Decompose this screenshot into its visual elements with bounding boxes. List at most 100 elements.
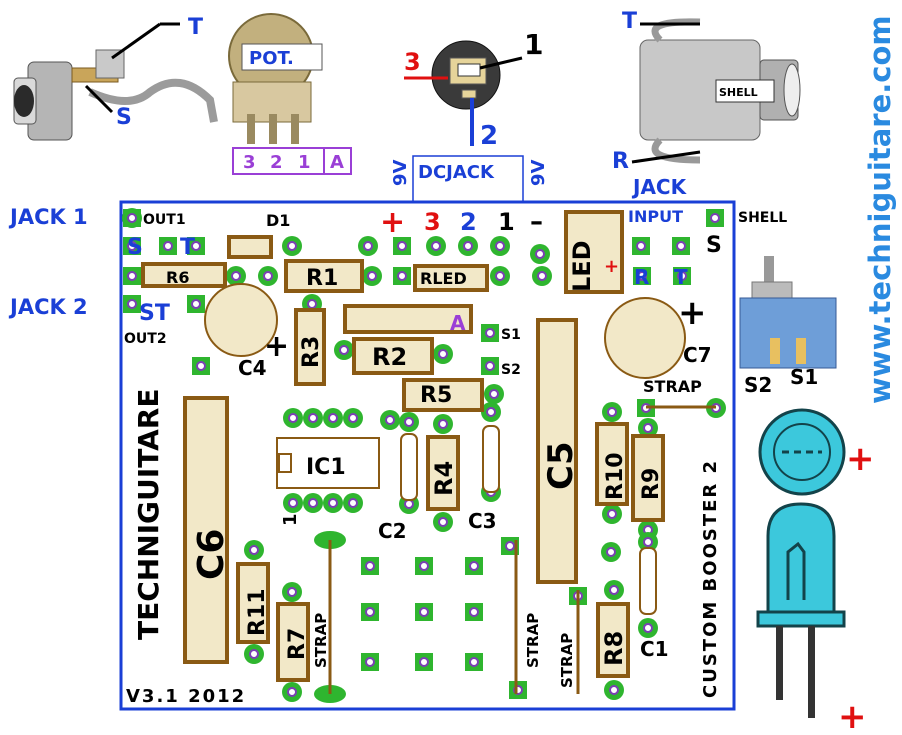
st-label: ST [139,301,170,326]
pad-hole [609,585,619,595]
version-label: V3.1 2012 [126,686,246,707]
jack2-label: JACK 2 [8,295,88,319]
ic1-outline [276,437,380,489]
ic1-label: IC1 [306,455,346,480]
ic-pin1-label: 1 [280,513,301,526]
out2-label: OUT2 [124,331,167,347]
pad-hole [404,499,414,509]
pad-hole [365,607,375,617]
pad-hole [328,413,338,423]
pad-hole [535,249,545,259]
pad-hole [438,349,448,359]
dcjack-label: DCJACK [418,162,495,183]
pad-hole [607,509,617,519]
pad-hole [710,213,720,223]
a-pad-label: A [450,311,466,335]
r11-label: R11 [245,588,270,636]
pot-label: POT. [249,48,294,69]
pad-hole [287,687,297,697]
r-right-label: R [634,265,649,289]
out1-label: OUT1 [143,212,186,228]
d1-label: D1 [266,211,290,230]
pad-hole [438,517,448,527]
t-left-label: T [180,235,195,260]
jack-right-r-label: R [612,149,629,174]
pad-hole [348,498,358,508]
pad-hole [196,361,206,371]
switch-s1-label: S1 [790,365,818,389]
pad-hole [249,545,259,555]
pot-illustration [228,13,323,144]
pad-hole [127,213,137,223]
pad-hole [485,328,495,338]
r9-label: R9 [639,468,664,500]
pad-hole [495,271,505,281]
pad-hole [127,241,137,251]
dc-9v-left-label: 9V [390,159,411,186]
c7-outline [604,297,686,379]
r5-label: R5 [420,383,452,408]
brand-label: TECHNIGUITARE [132,389,165,640]
pad-hole [339,345,349,355]
pad-hole [127,299,137,309]
pad-hole [636,241,646,251]
shell-label: SHELL [738,210,787,226]
jack-left-s-label: S [116,105,132,130]
pad-hole [367,271,377,281]
watermark-text: www.techniguitare.com [863,15,897,404]
rled-label: RLED [420,269,467,288]
pad-hole [643,423,653,433]
pad-hole [287,241,297,251]
led-pad-plus: + [604,256,619,277]
num3-label: 3 [424,208,441,236]
pad-hole [397,241,407,251]
led-illustration [756,502,846,718]
jack1-label: JACK 1 [8,205,88,229]
c2-label: C2 [378,519,407,543]
pad-hole [419,657,429,667]
pad-hole [385,415,395,425]
input-label: INPUT [628,207,683,226]
pot-pin-3: 3 [243,152,256,173]
r10-label: R10 [603,452,628,500]
dc-9v-right-label: 9V [528,159,549,186]
strap-label-4: STRAP [558,633,576,688]
c6-label: C6 [191,529,232,580]
pot-pin-1: 1 [298,152,311,173]
pad-hole [469,561,479,571]
pad-hole [469,657,479,667]
c4-outline [204,283,278,357]
pad-hole [287,587,297,597]
jack-right-shell-label: SHELL [719,86,758,99]
strap-label-1: STRAP [643,377,702,396]
r1-label: R1 [306,266,338,291]
switch-s2-label: S2 [744,373,772,397]
pad-hole [191,299,201,309]
pad-hole [365,561,375,571]
mono-jack-illustration [13,22,218,141]
c4-label: C4 [238,356,267,380]
pad-hole [463,241,473,251]
minus-label: – [530,207,543,237]
pad-hole [486,407,496,417]
pad-hole [231,271,241,281]
s-right-label: S [706,233,722,258]
led-plus-bottom: + [838,697,867,731]
model-label: CUSTOM BOOSTER 2 [700,459,721,698]
s2-label: S2 [501,362,521,378]
pad-hole [505,541,515,551]
num1-label: 1 [498,208,515,236]
r4-label: R4 [430,461,458,496]
c5-label: C5 [541,441,581,490]
pad-hole [438,419,448,429]
dc-pin-1-label: 1 [524,28,543,61]
plus-red-label: + [380,205,405,240]
r7-label: R7 [285,628,310,660]
strap-label-3: STRAP [524,613,542,668]
jack-top-label: JACK [631,175,688,199]
pad-hole [607,407,617,417]
pad-hole [677,271,687,281]
pad-hole [419,561,429,571]
